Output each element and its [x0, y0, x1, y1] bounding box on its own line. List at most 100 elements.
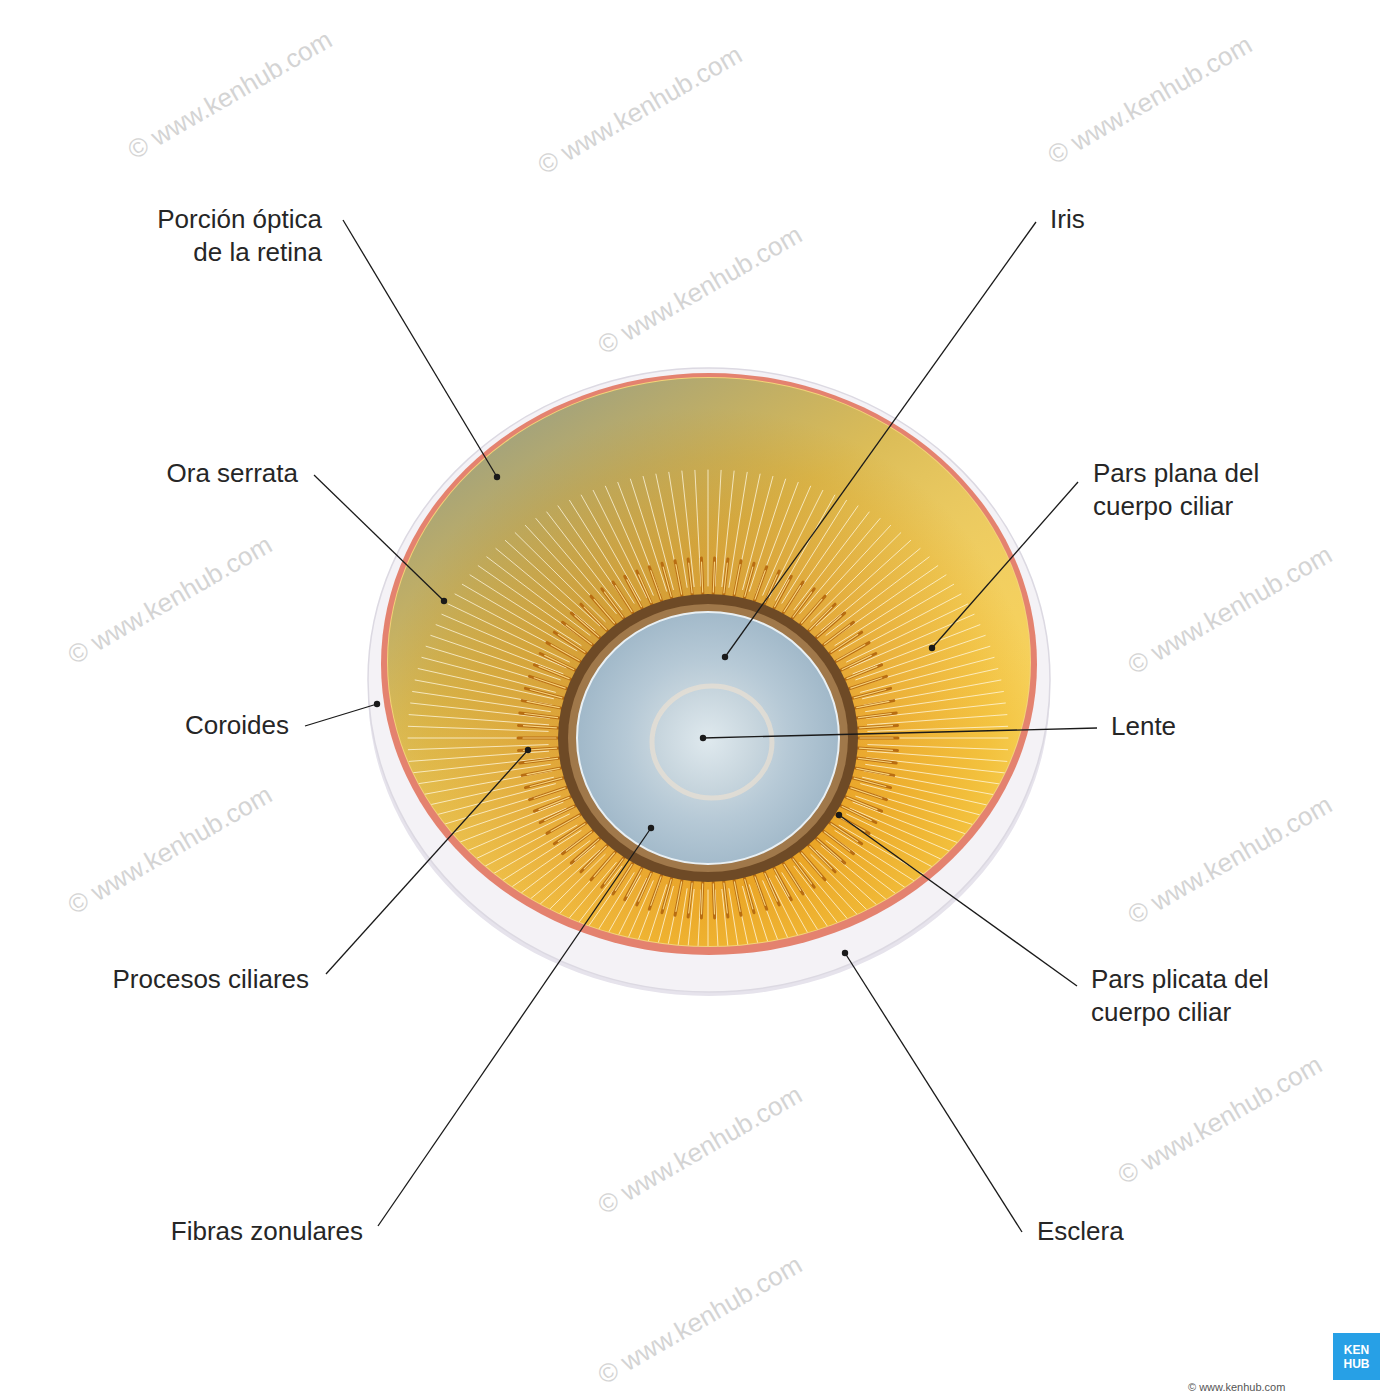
ciliary-fold: [823, 831, 854, 854]
leader-dot: [700, 735, 706, 741]
ciliary-fold: [701, 558, 702, 594]
ciliary-fold-light: [775, 869, 790, 896]
zonular-fiber: [547, 866, 622, 964]
watermark: © www.kenhub.com: [1123, 539, 1338, 681]
zonular-fiber: [715, 470, 721, 586]
part-label: Pars plicata del cuerpo ciliar: [1091, 963, 1276, 1029]
zonular-fiber: [863, 777, 998, 807]
ciliary-body: [388, 378, 1030, 946]
zonular-fiber: [861, 657, 995, 692]
ciliary-fold: [637, 571, 652, 604]
zonular-fiber: [850, 614, 974, 668]
zonular-fiber: [708, 890, 709, 1006]
ciliary-fold: [800, 596, 825, 624]
watermark: © www.kenhub.com: [63, 779, 278, 921]
zonular-fiber: [715, 890, 721, 1006]
retina-shading: [388, 378, 1030, 946]
watermark: © www.kenhub.com: [593, 1079, 808, 1221]
ciliary-fold: [858, 737, 898, 740]
leader-dot: [722, 654, 728, 660]
ciliary-fold: [845, 665, 882, 680]
ciliary-fold: [816, 613, 845, 638]
sclera-rim: [368, 368, 1050, 992]
zonular-fiber: [496, 549, 595, 631]
ciliary-fold-light: [702, 884, 703, 914]
zonular-fiber: [816, 540, 911, 626]
zonular-fiber: [826, 557, 929, 635]
ciliary-fold-light: [831, 635, 858, 653]
leader-dot: [929, 645, 935, 651]
ciliary-fold: [522, 701, 561, 709]
ciliary-fold-light: [857, 701, 889, 707]
zonular-fiber: [422, 784, 556, 819]
ciliary-fold: [519, 725, 559, 728]
leader-dots: [374, 474, 935, 956]
ciliary-fold-light: [784, 586, 801, 612]
ciliary-fold: [734, 561, 741, 597]
zonular-fiber: [418, 669, 553, 699]
leader-dot: [525, 747, 531, 753]
ciliary-fold: [662, 563, 672, 598]
ciliary-fold: [855, 701, 894, 709]
ciliary-fold-light: [854, 690, 886, 698]
ciliary-fold: [637, 872, 652, 905]
zonular-fiber: [448, 604, 569, 662]
ciliary-fold: [724, 559, 728, 595]
leader-line: [725, 222, 1036, 657]
part-label: Procesos ciliares: [112, 963, 309, 996]
watermark: © www.kenhub.com: [533, 39, 748, 181]
zonular-fiber: [487, 557, 590, 635]
ciliary-fold: [571, 613, 600, 638]
ciliary-fold-light: [525, 758, 558, 762]
copyright-credit: © www.kenhub.com: [1188, 1381, 1285, 1393]
ciliary-fold-light: [860, 737, 893, 738]
ciliary-fold-light: [551, 815, 579, 831]
ciliary-fold-light: [663, 567, 671, 596]
ciliary-fold: [808, 604, 835, 631]
ciliary-fold-light: [534, 788, 565, 798]
ciliary-fold: [563, 622, 594, 645]
ciliary-fold-light: [745, 880, 753, 909]
ciliary-fold-light: [857, 768, 889, 774]
ciliary-fold: [754, 875, 766, 909]
part-label: Esclera: [1037, 1215, 1124, 1248]
ciliary-fold-light: [842, 655, 871, 669]
leader-line: [378, 828, 651, 1226]
zonular-fiber: [839, 584, 954, 651]
zonular-fiber: [442, 614, 566, 668]
ciliary-fold: [688, 881, 692, 917]
zonular-fiber: [536, 519, 616, 614]
ciliary-fold: [816, 838, 845, 863]
ciliary-fold: [662, 878, 672, 913]
leader-dot: [441, 598, 447, 604]
zonular-fiber: [418, 777, 553, 807]
ciliary-fold: [808, 845, 835, 872]
ciliary-fold: [675, 880, 682, 916]
ciliary-fold: [764, 872, 779, 905]
ciliary-fold-light: [755, 571, 765, 600]
zonular-fiber: [776, 495, 835, 600]
ciliary-fold: [855, 768, 894, 776]
zonular-fiber: [462, 825, 577, 892]
zonular-fiber: [856, 635, 985, 679]
zonular-fiber: [487, 841, 590, 919]
ciliary-fold: [849, 676, 887, 688]
zonular-fiber: [811, 533, 901, 622]
ciliary-fold: [591, 852, 616, 880]
watermark: © www.kenhub.com: [1113, 1049, 1328, 1191]
zonular-fiber: [816, 850, 911, 936]
leader-dot: [494, 474, 500, 480]
logo-badge: KENHUB: [1333, 1333, 1380, 1380]
zonular-fiber: [695, 470, 701, 586]
ciliary-fold-light: [837, 645, 865, 661]
zonular-fiber: [431, 796, 560, 840]
ciliary-fold-light: [525, 714, 558, 718]
ciliary-fold: [520, 713, 560, 718]
part-label: Fibras zonulares: [171, 1215, 363, 1248]
leader-line: [326, 750, 528, 974]
part-label: Lente: [1111, 710, 1176, 743]
watermark: © www.kenhub.com: [593, 1249, 808, 1391]
ciliary-fold: [520, 758, 560, 763]
zonular-fiber: [630, 885, 666, 997]
ciliary-fold-light: [676, 882, 682, 912]
